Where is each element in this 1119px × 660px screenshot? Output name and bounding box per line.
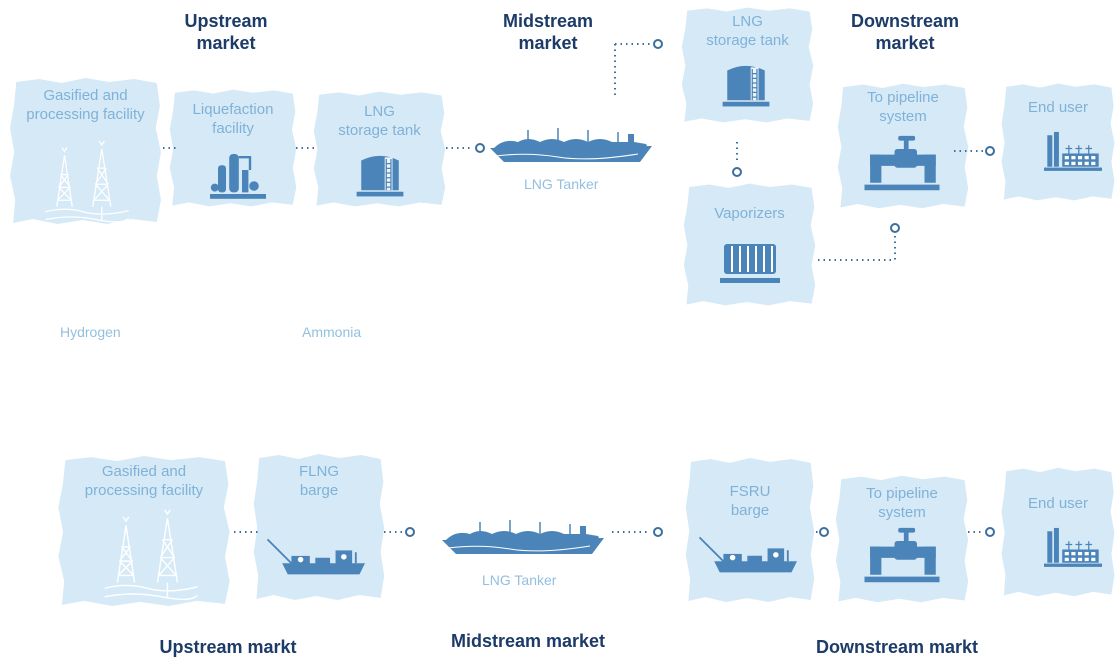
node-lng-storage-tank-upstream: LNG storage tank bbox=[312, 90, 447, 208]
node-pipeline-system-top: To pipeline system bbox=[836, 82, 970, 210]
node-flng-barge: FLNG barge bbox=[252, 452, 386, 602]
node-end-user-top: End user bbox=[1000, 82, 1116, 202]
downstream-market-heading: Downstream market bbox=[850, 11, 960, 53]
node-label: End user bbox=[1027, 495, 1089, 512]
node-vaporizers: Vaporizers bbox=[682, 182, 817, 307]
hydrogen-label: Hydrogen bbox=[60, 324, 121, 340]
node-gasified-facility-bottom: Gasified and processing facility bbox=[56, 454, 232, 608]
node-pipeline-system-bottom: To pipeline system bbox=[834, 474, 970, 604]
node-fsru-barge: FSRU barge bbox=[684, 456, 816, 604]
lng-tanker-label: LNG Tanker bbox=[482, 572, 557, 588]
lng-tanker-label: LNG Tanker bbox=[524, 176, 599, 192]
upstream-market-heading-bottom: Upstream markt bbox=[159, 637, 297, 657]
downstream-market-heading-bottom: Downstream markt bbox=[815, 637, 979, 657]
connectors-bottom bbox=[234, 527, 995, 537]
node-label: FSRU barge bbox=[729, 483, 771, 519]
midstream-market-heading-bottom: Midstream market bbox=[450, 631, 606, 651]
node-liquefaction-facility: Liquefaction facility bbox=[168, 88, 298, 208]
node-label: Gasified and processing facility bbox=[26, 87, 145, 123]
node-label: Gasified and processing facility bbox=[84, 463, 204, 499]
node-label: To pipeline system bbox=[866, 485, 938, 521]
node-end-user-bottom: End user bbox=[1000, 466, 1116, 598]
midstream-market-heading: Midstream market bbox=[502, 11, 594, 53]
node-gasified-facility: Gasified and processing facility bbox=[8, 76, 163, 226]
node-label: Vaporizers bbox=[714, 205, 785, 222]
node-label: LNG storage tank bbox=[338, 103, 421, 139]
node-label: LNG storage tank bbox=[706, 13, 789, 49]
node-label: FLNG barge bbox=[298, 463, 339, 499]
connectors-top bbox=[163, 39, 995, 261]
ammonia-label: Ammonia bbox=[302, 324, 362, 340]
node-label: Liquefaction facility bbox=[192, 101, 274, 137]
node-label: To pipeline system bbox=[867, 89, 939, 125]
upstream-market-heading: Upstream market bbox=[184, 11, 268, 53]
node-label: End user bbox=[1027, 99, 1089, 116]
node-lng-storage-tank-downstream: LNG storage tank bbox=[680, 6, 815, 124]
